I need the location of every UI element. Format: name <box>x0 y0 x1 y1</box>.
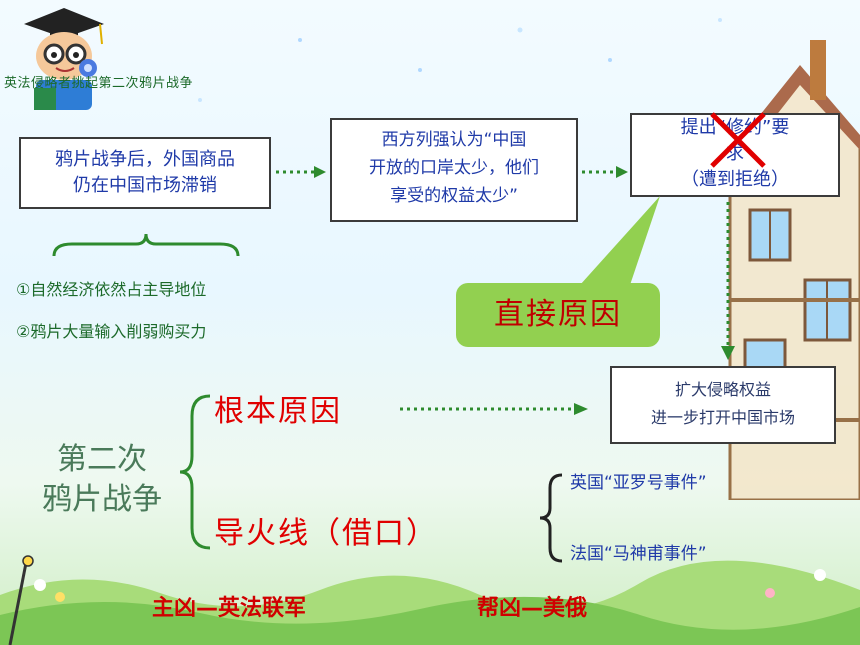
box4-line2: 进一步打开中国市场 <box>650 408 795 427</box>
box4-line1: 扩大侵略权益 <box>674 380 771 399</box>
event-chapdelaine-incident: 法国“马神甫事件” <box>570 544 707 564</box>
box-treaty-revision-demand: 提出“修约”要 求 （遭到拒绝） <box>630 113 840 197</box>
root-cause-label: 根本原因 <box>214 394 342 429</box>
box2-line1: 西方列强认为“中国 <box>381 130 527 150</box>
brace-decoration <box>539 473 563 563</box>
big-label-line1: 第二次 <box>57 442 147 477</box>
box1-line1: 鸦片战争后，外国商品 <box>55 149 235 170</box>
box3-line1: 提出“修约”要 <box>680 117 790 138</box>
slide-title: 英法侵略者挑起第二次鸦片战争 <box>4 76 194 91</box>
arrow-down-icon <box>721 202 735 360</box>
brace-decoration <box>52 233 240 257</box>
scholar-mascot-icon <box>24 8 104 110</box>
arrow-right-icon <box>582 166 628 178</box>
arrow-right-icon <box>276 166 326 178</box>
main-culprit-label: 主凶—英法联军 <box>152 596 307 621</box>
reason-item-1: ①自然经济依然占主导地位 <box>16 280 207 299</box>
event-arrow-incident: 英国“亚罗号事件” <box>570 473 707 493</box>
trigger-label: 导火线（借口） <box>214 516 438 551</box>
box-western-powers-view: 西方列强认为“中国 开放的口岸太少，他们 享受的权益太少” <box>330 118 578 222</box>
grass-decoration <box>0 560 860 645</box>
callout-pointer <box>580 196 660 285</box>
accomplice-label: 帮凶—美俄 <box>477 596 588 621</box>
direct-cause-label: 直接原因 <box>456 283 660 347</box>
big-label-line2: 鸦片战争 <box>42 482 162 517</box>
box-root-goal: 扩大侵略权益 进一步打开中国市场 <box>610 366 836 444</box>
box3-line3: （遭到拒绝） <box>681 169 789 190</box>
reason-item-2: ②鸦片大量输入削弱购买力 <box>16 322 207 341</box>
box2-line3: 享受的权益太少” <box>390 186 518 206</box>
box1-line2: 仍在中国市场滞销 <box>73 175 217 196</box>
second-opium-war-label: 第二次 鸦片战争 <box>22 440 182 520</box>
cross-mark-icon <box>710 112 766 168</box>
box2-line2: 开放的口岸太少，他们 <box>369 158 539 178</box>
box-foreign-goods-unsold: 鸦片战争后，外国商品 仍在中国市场滞销 <box>19 137 271 209</box>
lamp-post-decoration <box>8 555 34 645</box>
brace-decoration <box>179 394 211 550</box>
arrow-right-icon <box>400 403 588 415</box>
